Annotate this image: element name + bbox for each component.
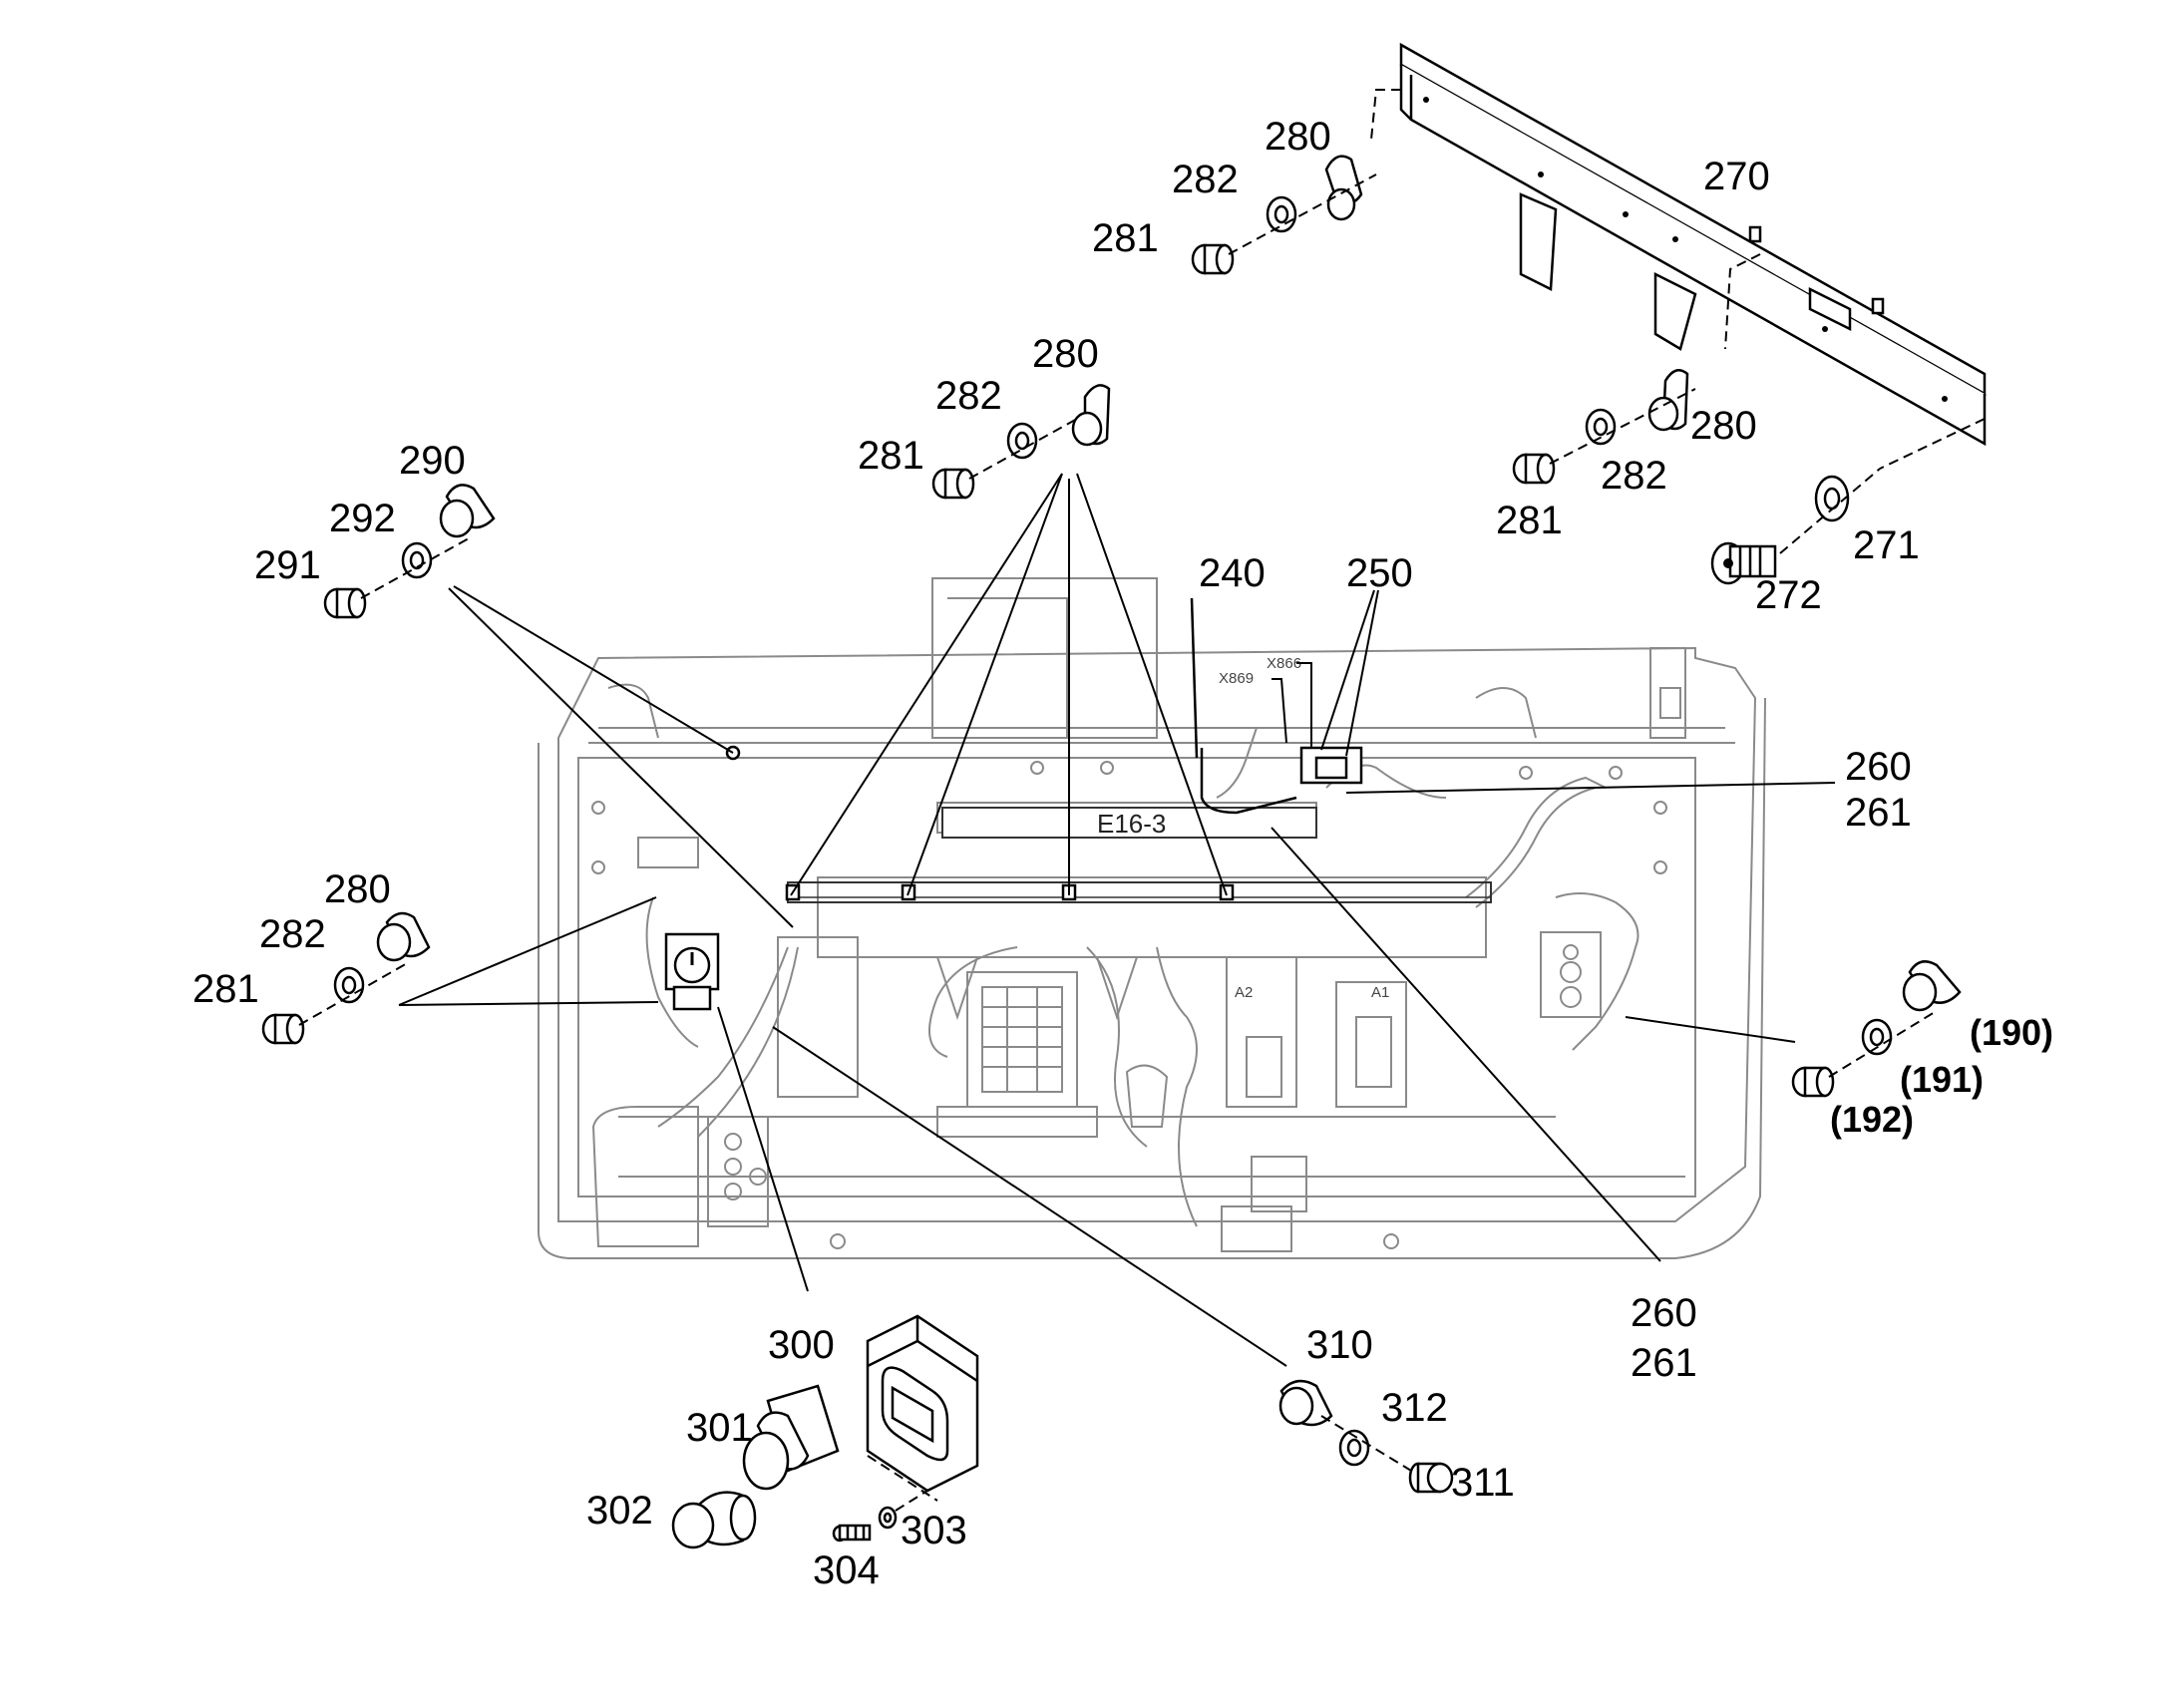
callout-261-upper: 261 [1845,791,1912,835]
callout-282-left: 282 [259,912,326,956]
clip-280-left [376,911,431,962]
callout-281-left: 281 [192,967,259,1011]
callout-292: 292 [329,497,396,540]
e16-3-panel: E16-3 A2 A1 [725,745,1492,1001]
callout-311: 311 [1451,1461,1515,1505]
clip-280-center [1071,384,1111,447]
callout-301: 301 [686,1406,753,1450]
housing-300 [866,1314,979,1502]
callout-270: 270 [1703,155,1770,198]
washer-282-center [1006,422,1038,460]
washer-191 [1861,1018,1893,1056]
callout-261-lower: 261 [1631,1341,1697,1385]
callout-260-upper: 260 [1845,745,1912,789]
leader-lines [398,473,1836,1367]
washer-312 [1338,1429,1370,1467]
screw-281-left [261,961,410,1045]
callout-291: 291 [254,543,321,587]
callouts: 270 271 272 280 282 281 280 282 281 280 … [192,115,2053,1592]
callout-280-center: 280 [1032,332,1099,376]
clip-280-right [1647,369,1689,432]
washer-282-right [1585,408,1617,446]
callout-280-top: 280 [1265,115,1331,159]
e16-3-label: E16-3 [1097,809,1166,839]
callout-303: 303 [901,1509,967,1552]
cabinet-assembly [538,577,1766,1259]
callout-300: 300 [768,1323,835,1367]
callout-260-lower: 260 [1631,1291,1697,1335]
washer-303 [878,1490,928,1530]
callout-281-top: 281 [1092,216,1159,260]
clip-310 [1278,1379,1333,1427]
plug-302 [671,1491,757,1549]
x869-label: X869 [1219,670,1254,687]
screw-281-center [931,418,1078,500]
callout-282-top: 282 [1172,158,1239,201]
socket-301 [742,1384,840,1491]
screw-291 [323,537,470,619]
connector-250: X866 X869 [1190,597,1363,815]
a2-mark: A2 [1235,984,1253,1001]
callout-281-right: 281 [1496,499,1563,542]
callout-290: 290 [399,439,466,483]
callout-282-center: 282 [935,374,1002,418]
callout-191: (191) [1900,1059,1984,1100]
screw-281-top [1191,173,1377,275]
a1-mark: A1 [1371,984,1389,1001]
clip-290 [439,484,496,538]
callout-272: 272 [1755,573,1822,617]
clip-280-top [1324,155,1363,221]
clip-190 [1902,960,1962,1012]
callout-240: 240 [1199,551,1266,595]
washer-282-top [1266,195,1297,233]
screw-272 [1710,468,1881,585]
callout-280-left: 280 [324,867,391,911]
callout-280-right: 280 [1690,404,1757,448]
washer-292 [401,541,433,579]
switch-box [664,932,720,1011]
screw-311 [1320,1415,1454,1494]
callout-304: 304 [813,1548,880,1592]
callout-312: 312 [1381,1386,1448,1430]
callout-302: 302 [586,1489,653,1533]
callout-250: 250 [1346,551,1413,595]
callout-190: (190) [1970,1012,2053,1053]
screw-192 [1791,1011,1936,1098]
bracket-270 [1370,42,1987,470]
callout-271: 271 [1853,523,1920,567]
screw-281-right [1512,388,1696,485]
callout-310: 310 [1306,1323,1373,1367]
callout-192: (192) [1830,1099,1914,1140]
screw-304 [832,1524,872,1542]
callout-282-right: 282 [1601,454,1667,498]
x866-label: X866 [1267,655,1301,672]
callout-281-center: 281 [858,434,924,478]
washer-271 [1814,475,1850,522]
